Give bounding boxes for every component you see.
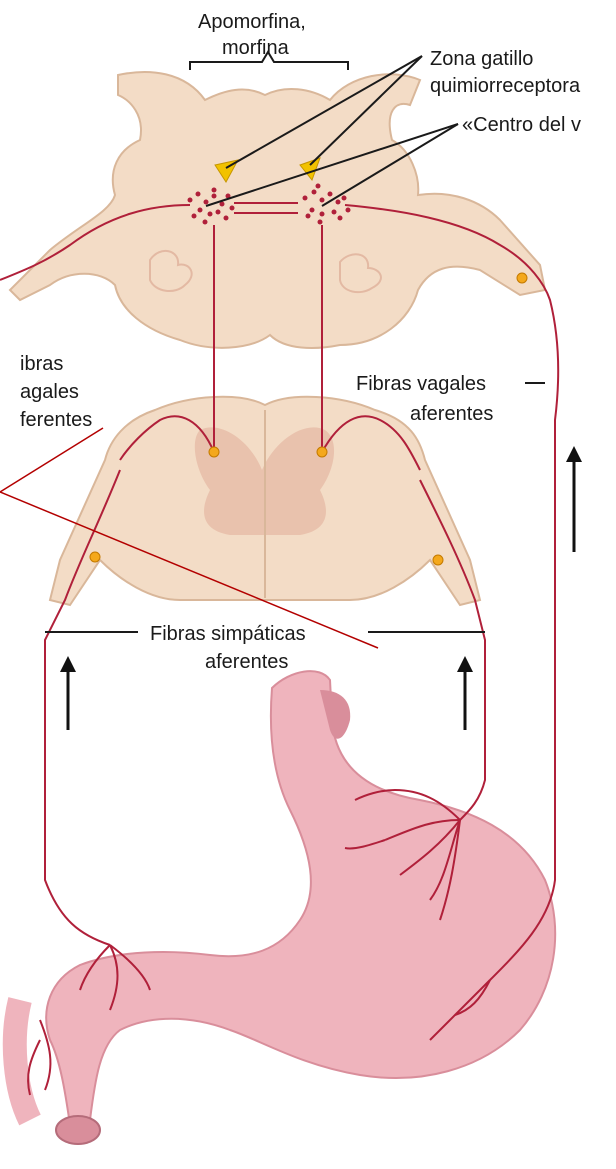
ganglion-cord-right: [317, 447, 327, 457]
arrow-up-right: [566, 446, 582, 552]
pylorus-opening: [56, 1116, 100, 1144]
left-vagal-label-line2: agales: [20, 381, 79, 403]
drug-brace: [190, 52, 348, 70]
drug-label-line1: Apomorfina,: [198, 11, 306, 33]
ganglion-root-right: [433, 555, 443, 565]
left-vagal-label-line1: ibras: [20, 353, 63, 375]
left-vagal-label-line3: ferentes: [20, 409, 92, 431]
stomach: [15, 671, 555, 1144]
trigger-zone-label-line1: Zona gatillo: [430, 48, 533, 70]
annotation-line-stub: [0, 428, 103, 492]
arrow-up-left: [60, 656, 76, 730]
drug-label-line2: morfina: [222, 37, 290, 59]
right-vagal-label-line1: Fibras vagales: [356, 373, 486, 395]
esophagus-and-stomach: [46, 671, 555, 1125]
ganglion-brainstem-right: [517, 273, 527, 283]
spinal-cord: [50, 397, 480, 605]
arrow-up-middle: [457, 656, 473, 730]
ganglion-cord-left: [209, 447, 219, 457]
symp-label-line1: Fibras simpáticas: [150, 623, 306, 645]
vomit-center-label: «Centro del v: [462, 114, 581, 136]
trigger-zone-label-line2: quimiorreceptora: [430, 75, 581, 97]
right-vagal-label-line2: aferentes: [410, 403, 493, 425]
ganglion-root-left: [90, 552, 100, 562]
symp-label-line2: aferentes: [205, 651, 288, 673]
